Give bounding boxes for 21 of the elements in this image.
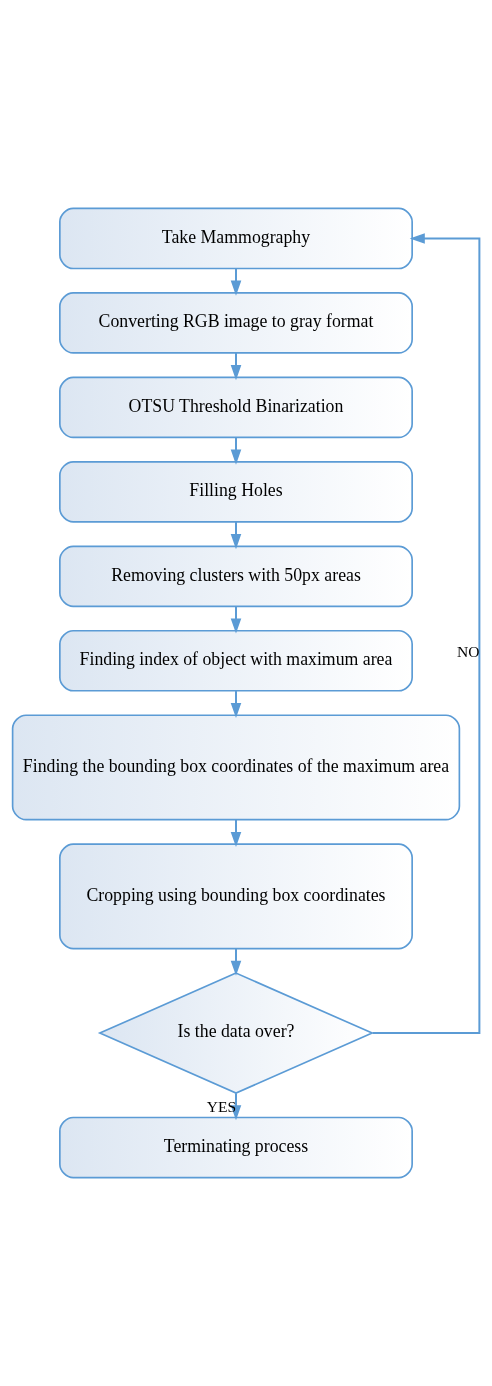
arrow (230, 267, 242, 296)
node-box: Filling Holes (59, 461, 413, 523)
node-box: Cropping using bounding box coordinates (59, 843, 413, 950)
arrow (230, 947, 242, 976)
arrow (230, 690, 242, 719)
node-diamond: Is the data over? (97, 972, 375, 1094)
arrow (230, 436, 242, 465)
node-box: Finding index of object with maximum area (59, 629, 413, 692)
node-box: Converting RGB image to gray format (59, 292, 413, 354)
arrow (230, 351, 242, 381)
arrow (230, 818, 242, 847)
edge-label: NO (457, 643, 480, 661)
arrow (230, 605, 242, 634)
arrow (230, 520, 242, 550)
node-box: Removing clusters with 50px areas (59, 545, 413, 608)
node-box: OTSU Threshold Binarization (59, 376, 413, 439)
edge-label: YES (206, 1098, 237, 1116)
node-box: Finding the bounding box coordinates of the maximum area (11, 714, 461, 821)
node-box: Terminating process (59, 1116, 413, 1179)
node-box: Take Mammography (59, 207, 413, 270)
arrow (371, 233, 481, 1035)
